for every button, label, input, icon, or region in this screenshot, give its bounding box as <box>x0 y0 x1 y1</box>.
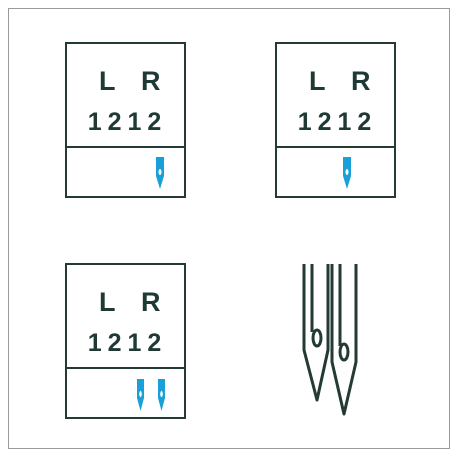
left-label: L <box>99 68 116 95</box>
card-divider <box>67 146 184 148</box>
position-digits: 1212 <box>277 110 394 135</box>
single-needle-icon <box>342 156 352 190</box>
twin-needle-closeup-icon <box>298 262 368 422</box>
left-label: L <box>99 289 116 316</box>
needle-position-card-1: L R 1212 <box>65 42 186 198</box>
card-label-area: L R 1212 <box>277 44 394 146</box>
single-needle-icon <box>155 156 165 190</box>
twin-needle-icon <box>136 378 168 412</box>
position-digits: 1212 <box>67 331 184 356</box>
card-label-area: L R 1212 <box>67 44 184 146</box>
right-label: R <box>141 68 161 95</box>
card-divider <box>277 146 394 148</box>
needle-position-card-3: L R 1212 <box>65 263 186 419</box>
position-digits: 1212 <box>67 110 184 135</box>
card-label-area: L R 1212 <box>67 265 184 367</box>
right-label: R <box>141 289 161 316</box>
left-label: L <box>309 68 326 95</box>
needle-position-card-2: L R 1212 <box>275 42 396 198</box>
card-divider <box>67 367 184 369</box>
right-label: R <box>351 68 371 95</box>
